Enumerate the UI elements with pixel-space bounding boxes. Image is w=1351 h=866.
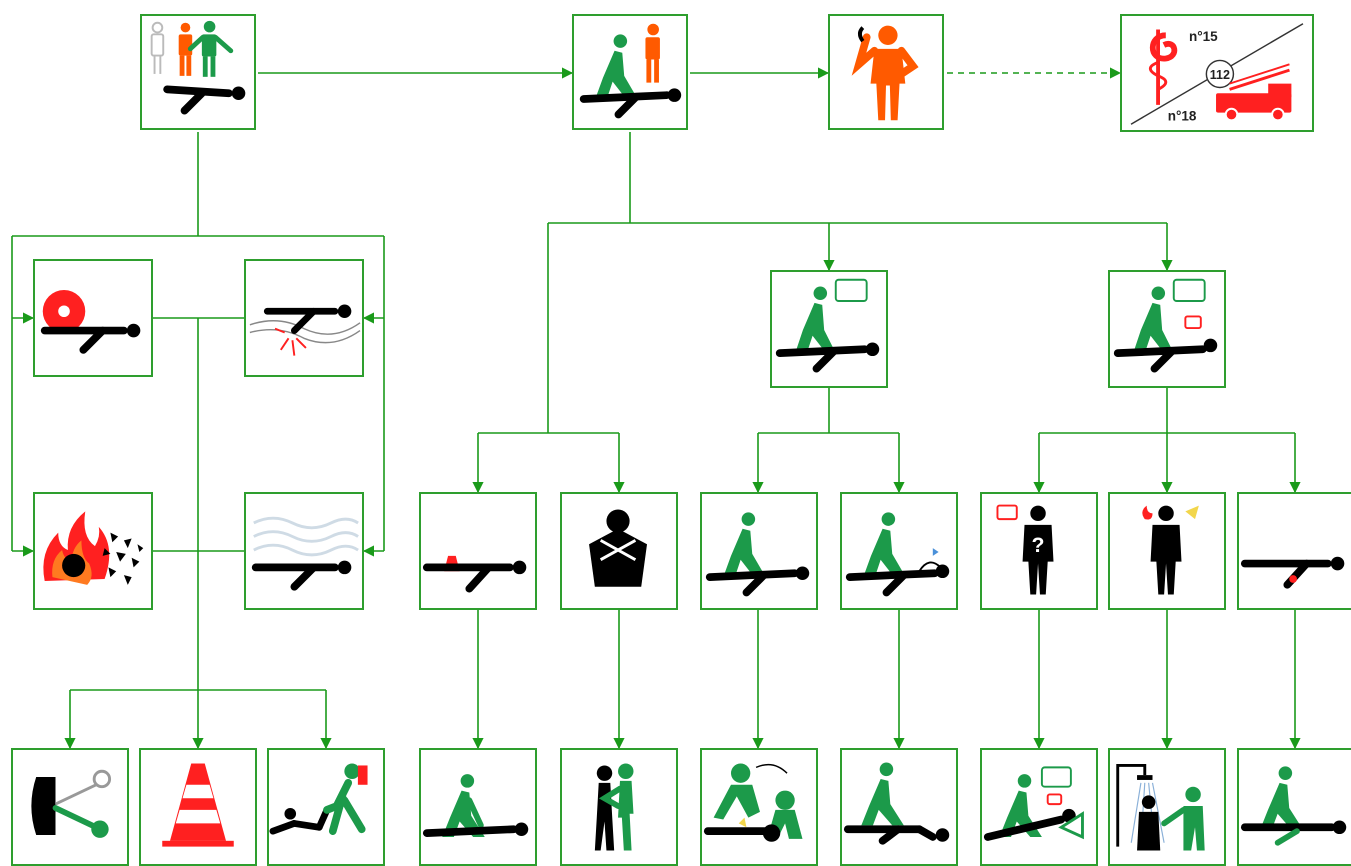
cut-electricity-icon: [31, 769, 112, 838]
shower-cooling-icon: [1116, 764, 1205, 851]
burn-person-icon: [1142, 505, 1199, 595]
samu-number: n°15: [1189, 29, 1218, 44]
talking-victim-icon: [1113, 278, 1218, 373]
node-danger-gas: [244, 492, 364, 610]
malaise-question-icon: ?: [996, 504, 1054, 595]
node-action-electric-cut: [11, 748, 129, 866]
emergency-services-icon: 112 n°15 n°18: [1130, 23, 1304, 125]
wheel-danger-icon: [40, 289, 141, 354]
node-protect-alert: [572, 14, 688, 130]
node-action-drag: [267, 748, 385, 866]
drag-victim-icon: [269, 763, 368, 836]
node-danger-electric: [244, 259, 364, 377]
node-cool-burn: [1108, 748, 1226, 866]
node-danger-fire: [33, 492, 153, 610]
node-malaise: ?: [980, 492, 1098, 610]
node-recovery-position: [840, 748, 958, 866]
node-action-cone: [139, 748, 257, 866]
node-choking: [560, 492, 678, 610]
emergency-center-number: 112: [1210, 68, 1230, 82]
node-trauma: [1237, 492, 1351, 610]
node-unconscious-breathing: [700, 492, 818, 610]
node-danger-traffic: [33, 259, 153, 377]
check-consciousness-icon: [775, 278, 880, 373]
recovery-position-icon: [843, 762, 950, 845]
firefighters-number: n°18: [1168, 108, 1197, 123]
no-breathing-icon: [845, 512, 950, 597]
witnesses-victim-icon: [150, 20, 246, 115]
node-rest-position: [980, 748, 1098, 866]
compression-icon: [422, 774, 529, 837]
fire-explosion-icon: [43, 511, 144, 585]
node-burn: [1108, 492, 1226, 610]
node-compress-wound: [419, 748, 537, 866]
gas-smoke-icon: [251, 516, 359, 591]
injured-limb-icon: [1240, 556, 1345, 589]
immobilize-icon: [1240, 766, 1347, 846]
cpr-defibrillation-icon: [703, 763, 803, 842]
node-heimlich: [560, 748, 678, 866]
choking-person-icon: [589, 509, 648, 587]
node-unconscious-not-breathing: [840, 492, 958, 610]
victim-bleeding-icon: [422, 555, 527, 593]
rest-position-icon: [983, 766, 1084, 841]
person-phone-icon: [851, 25, 919, 121]
node-witnesses: [140, 14, 256, 130]
traffic-cone-icon: [162, 763, 234, 847]
node-conscious-talking: [1108, 270, 1226, 388]
svg-text:?: ?: [1032, 533, 1045, 557]
node-bleeding: [419, 492, 537, 610]
electric-danger-icon: [249, 304, 361, 356]
node-check-response: [770, 270, 888, 388]
node-immobilize: [1237, 748, 1351, 866]
rescuer-kneeling-icon: [579, 23, 682, 119]
node-cpr: [700, 748, 818, 866]
node-emergency-numbers: 112 n°15 n°18: [1120, 14, 1314, 132]
breathing-check-icon: [705, 512, 810, 597]
node-phone-call: [828, 14, 944, 130]
heimlich-icon: [594, 763, 634, 851]
